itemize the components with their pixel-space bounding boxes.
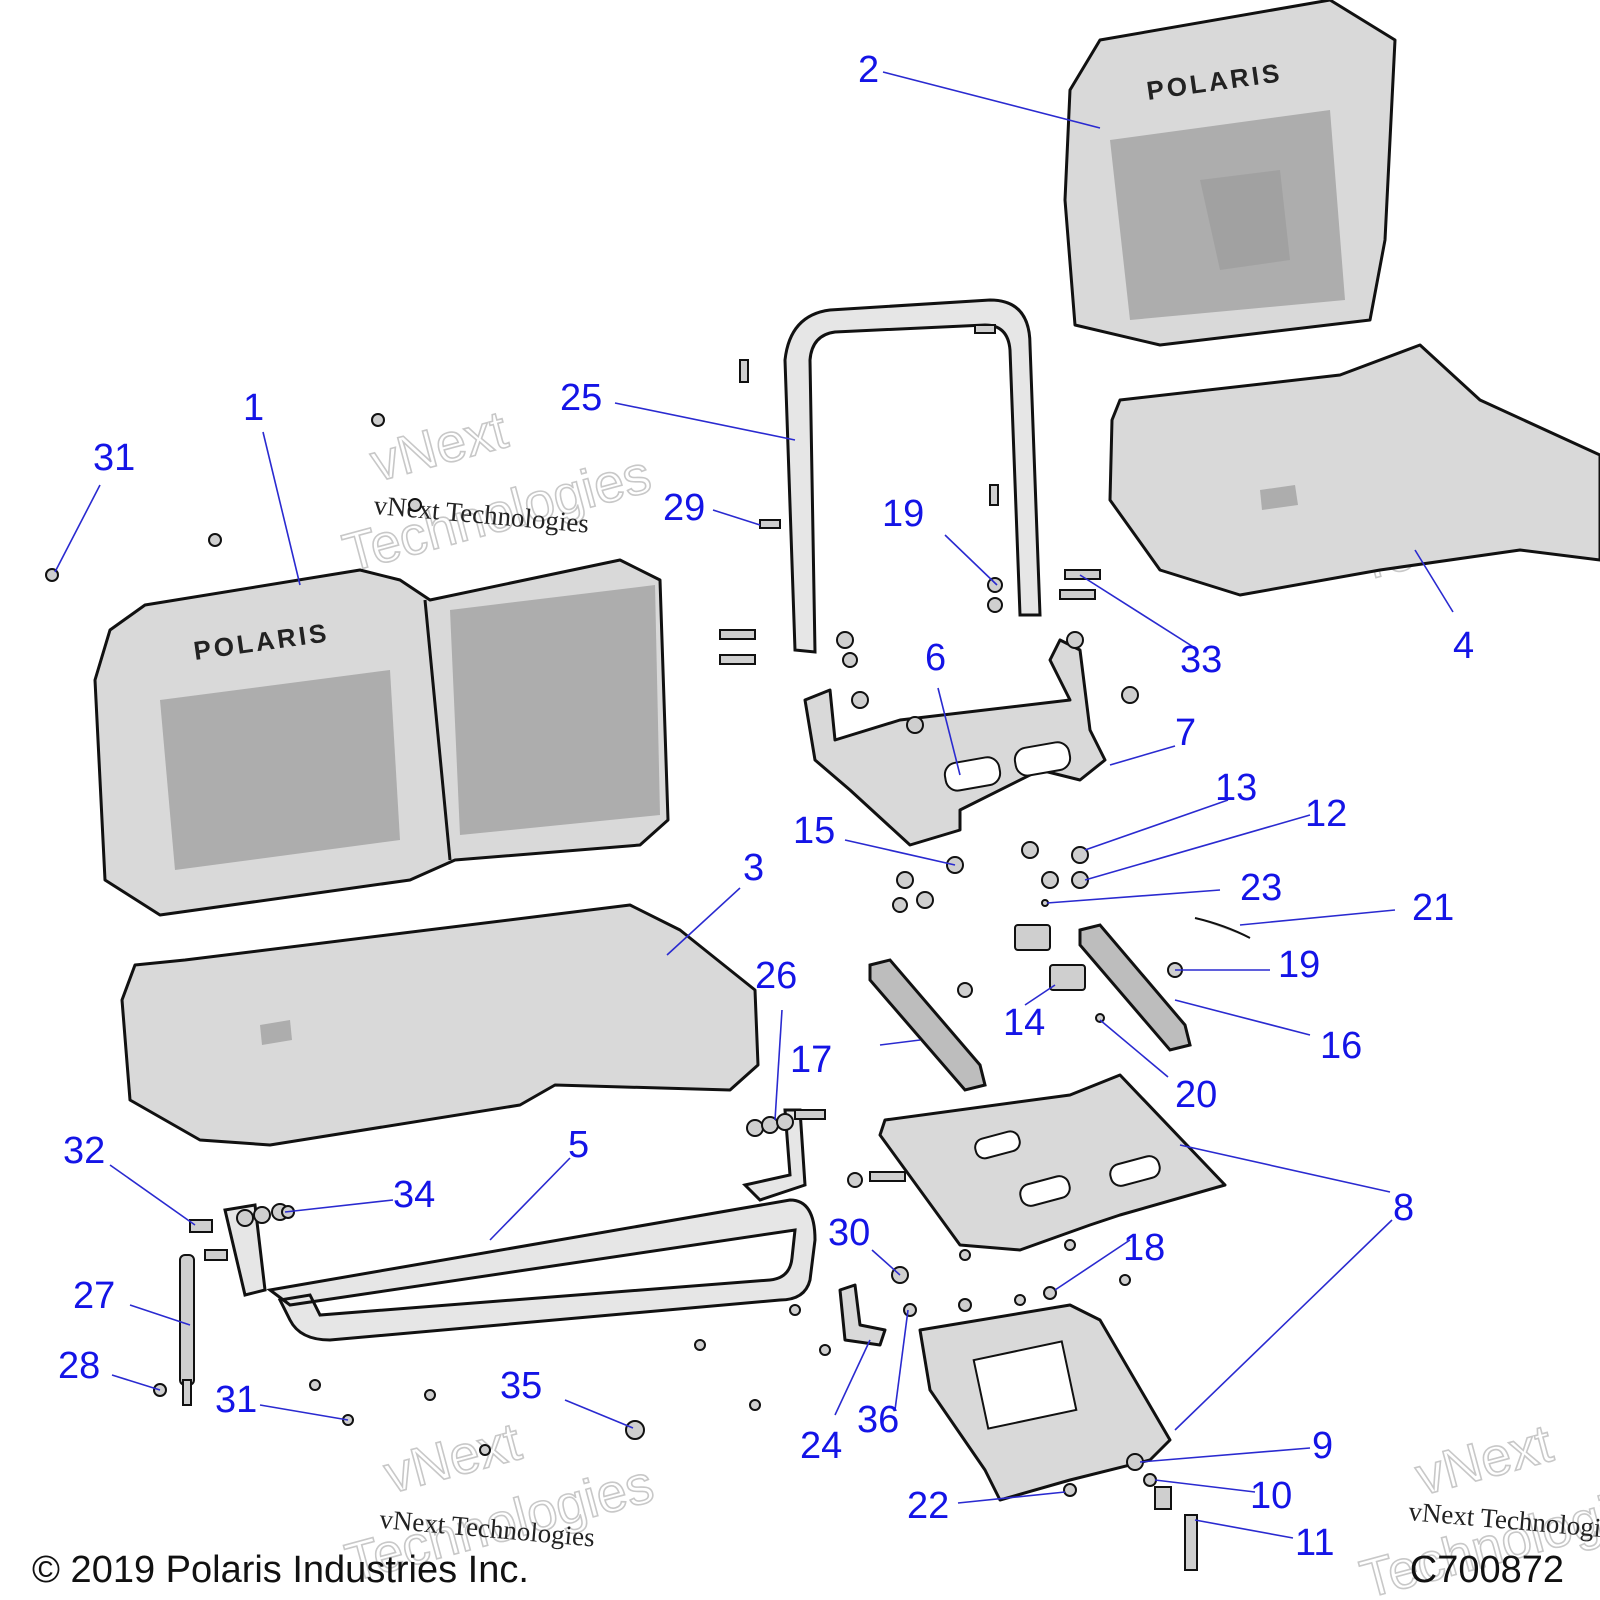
callout-27: 27 [73,1275,115,1317]
callout-11: 11 [1295,1522,1334,1564]
part-seat-bracket-upper [803,638,1107,847]
callout-7: 7 [1175,712,1196,754]
callout-36: 36 [857,1399,899,1441]
callout-17: 17 [790,1039,832,1081]
callout-35: 35 [500,1365,542,1407]
callout-15: 15 [793,810,835,852]
hardware-fasteners [45,324,1251,1571]
callout-2: 2 [858,49,879,91]
part-mounting-plate [878,1073,1227,1252]
callout-31a: 31 [93,437,135,479]
callout-21: 21 [1412,887,1454,929]
callout-6: 6 [925,637,946,679]
part-gas-strut [179,1254,195,1406]
callout-20: 20 [1175,1074,1217,1116]
part-bench-seat-cushion [120,903,760,1147]
callout-31b: 31 [215,1379,257,1421]
callout-24: 24 [800,1425,842,1467]
callout-8a: 8 [1393,1187,1414,1229]
part-seat-back-upper: POLARIS [1063,0,1397,347]
callouts: 1 2 3 4 5 6 7 8 8 9 10 11 12 13 14 15 16… [58,49,1474,1564]
callout-34: 34 [393,1174,435,1216]
callout-22: 22 [907,1485,949,1527]
callout-18: 18 [1123,1227,1165,1269]
callout-13: 13 [1215,767,1257,809]
callout-14: 14 [1003,1002,1045,1044]
part-seat-slider-left [868,958,987,1092]
svg-text:vNext: vNext [1410,1413,1559,1507]
callout-12: 12 [1305,793,1347,835]
figure-id: C700872 [1409,1549,1564,1591]
callout-10: 10 [1250,1475,1292,1517]
part-hinge-frame [223,1108,817,1342]
callout-29: 29 [663,487,705,529]
leader-lines [54,71,1454,1539]
part-seat-cushion-driver [1108,343,1600,597]
callout-4: 4 [1453,625,1474,667]
callout-23: 23 [1240,867,1282,909]
svg-text:vNext: vNext [365,400,514,494]
part-bench-seat-back: POLARIS [93,558,670,917]
callout-9: 9 [1312,1425,1333,1467]
part-seat-slider-right [1078,923,1192,1052]
part-slider-base [918,1303,1172,1502]
callout-5: 5 [568,1124,589,1166]
part-seat-back-frame [783,298,1042,654]
callout-28: 28 [58,1345,100,1387]
callout-32: 32 [63,1130,105,1172]
callout-3: 3 [743,847,764,889]
callout-33: 33 [1180,639,1222,681]
callout-16: 16 [1320,1025,1362,1067]
callout-26: 26 [755,955,797,997]
callout-19b: 19 [1278,944,1320,986]
callout-1: 1 [243,387,264,429]
callout-30: 30 [828,1212,870,1254]
copyright-notice: © 2019 Polaris Industries Inc. [32,1549,529,1591]
callout-19a: 19 [882,493,924,535]
callout-25: 25 [560,377,602,419]
part-small-bracket [838,1283,887,1347]
